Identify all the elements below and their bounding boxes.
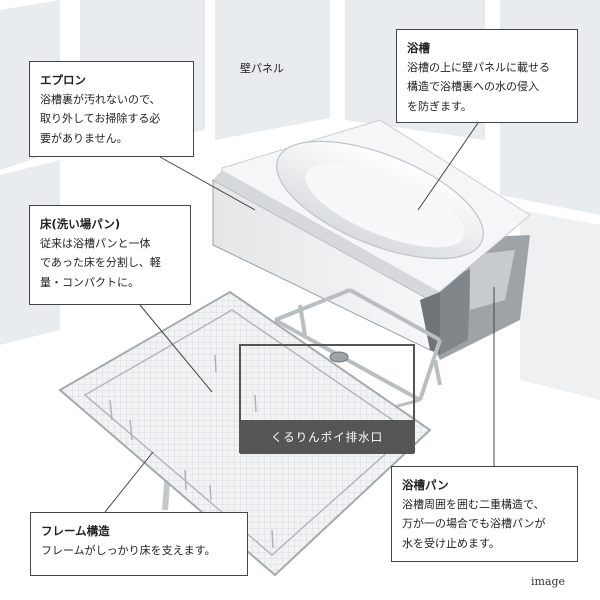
callout-bathtub-body: 浴槽の上に壁パネルに載せる 構造で浴槽裏への水の侵入 を防ぎます。 — [407, 61, 550, 113]
wall-panel-3 — [215, 0, 330, 140]
callout-apron-title: エプロン — [40, 73, 86, 87]
leader-tub — [417, 122, 479, 211]
callout-apron: エプロン 浴槽裏が汚れないので、 取り外してお掃除する必 要がありません。 — [29, 61, 194, 157]
leader-lines — [104, 122, 495, 513]
leader-apron — [159, 156, 256, 211]
callout-floor-pan: 床(洗い場パン) 従来は浴槽パンと一体 であった床を分割し、軽 量・コンパクトに… — [29, 205, 191, 305]
image-note-label: image — [531, 575, 566, 588]
callout-frame-structure-title: フレーム構造 — [41, 524, 110, 538]
callout-frame-structure-body: フレームがしっかり床を支えます。 — [41, 544, 216, 558]
callout-tub-pan-title: 浴槽パン — [402, 478, 449, 492]
leader-frame — [104, 451, 154, 513]
callout-apron-body: 浴槽裏が汚れないので、 取り外してお掃除する必 要がありません。 — [40, 93, 161, 145]
callout-floor-pan-title: 床(洗い場パン) — [40, 217, 121, 231]
callout-floor-pan-body: 従来は浴槽パンと一体 であった床を分割し、軽 量・コンパクトに。 — [40, 237, 161, 289]
callout-frame-structure: フレーム構造 フレームがしっかり床を支えます。 — [30, 512, 248, 576]
leader-floor — [139, 304, 213, 393]
callout-bathtub-title: 浴槽 — [407, 41, 430, 55]
bathtub — [221, 119, 531, 301]
drain-label: くるりんポイ排水口 — [240, 420, 414, 454]
callout-bathtub: 浴槽 浴槽の上に壁パネルに載せる 構造で浴槽裏への水の侵入 を防ぎます。 — [396, 29, 578, 123]
callout-tub-pan: 浴槽パン 浴槽周囲を囲む二重構造で、 万が一の場合でも浴槽パンが 水を受け止めま… — [391, 466, 578, 562]
callout-tub-pan-body: 浴槽周囲を囲む二重構造で、 万が一の場合でも浴槽パンが 水を受け止めます。 — [402, 498, 546, 550]
wall-panel-label: 壁パネル — [240, 62, 284, 75]
wall-panel-7 — [520, 210, 600, 400]
